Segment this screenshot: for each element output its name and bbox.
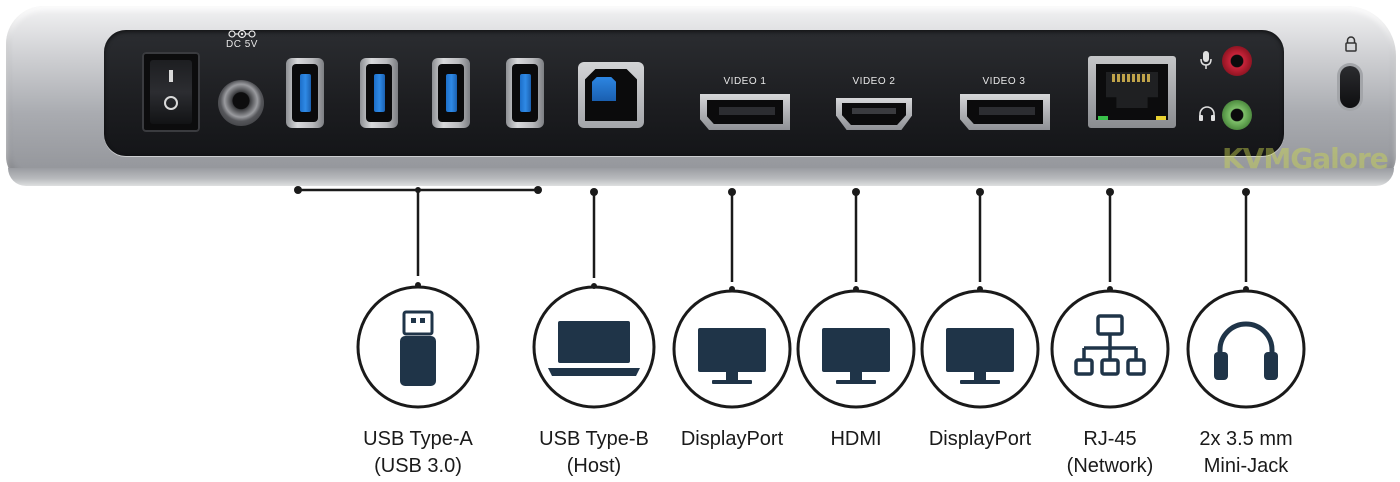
headphone-jack — [1222, 100, 1252, 130]
hdmi-pins — [852, 108, 896, 114]
callout-label-hdmi: HDMI — [830, 426, 881, 453]
power-off-mark — [164, 96, 178, 110]
dc-input-label: DC 5V — [226, 39, 258, 50]
callout-circles — [356, 285, 1306, 409]
callout-label-rj45: RJ-45 (Network) — [1067, 426, 1154, 480]
callout-line-2: Mini-Jack — [1203, 455, 1289, 477]
dc-power-jack — [218, 80, 264, 126]
callout-line-2: (Network) — [1066, 455, 1154, 477]
callout-line-1: USB Type-B — [539, 428, 649, 450]
callout-label-usb-b: USB Type-B (Host) — [539, 426, 649, 480]
security-lock-slot — [1340, 66, 1360, 108]
power-on-mark — [169, 70, 173, 82]
connector-lines — [592, 192, 1248, 282]
callout-label-audio: 2x 3.5 mm Mini-Jack — [1199, 426, 1292, 480]
headphone-jack-icon — [1199, 106, 1215, 121]
monitor-icon — [698, 328, 766, 384]
callout-line-2: (Host) — [566, 455, 622, 477]
rj45-link-led — [1098, 116, 1108, 120]
laptop-icon — [548, 321, 640, 376]
headphones-icon — [1214, 321, 1278, 380]
usb-a-port-2 — [360, 58, 398, 128]
callout-line-1: 2x 3.5 mm — [1199, 428, 1293, 450]
video-1-label: VIDEO 1 — [723, 76, 767, 87]
callout-line-2: (USB 3.0) — [374, 455, 462, 477]
callout-label-displayport-1: DisplayPort — [681, 426, 783, 453]
monitor-icon — [822, 328, 890, 384]
dc-polarity-icon — [228, 29, 256, 39]
usb-a-port-1 — [286, 58, 324, 128]
video-3-label: VIDEO 3 — [982, 76, 1026, 87]
callout-line-1: HDMI — [830, 428, 882, 450]
displayport-1-pins — [719, 107, 775, 115]
usb-a-port-3 — [432, 58, 470, 128]
callout-label-displayport-2: DisplayPort — [929, 426, 1031, 453]
callout-line-1: DisplayPort — [680, 428, 784, 450]
usb-flash-drive-icon — [400, 310, 436, 386]
microphone-icon — [1200, 51, 1212, 69]
lock-icon — [1345, 36, 1357, 52]
callout-line-1: DisplayPort — [928, 428, 1032, 450]
usb-b-port — [578, 62, 644, 128]
usb-a-port-4 — [506, 58, 544, 128]
microphone-jack — [1222, 46, 1252, 76]
dock-base — [8, 168, 1394, 186]
watermark: KVMGalore — [1222, 142, 1389, 175]
usb-a-bracket — [294, 186, 542, 276]
connector-dots — [415, 188, 1250, 292]
callout-line-1: RJ-45 — [1083, 428, 1137, 450]
callout-label-usb-a: USB Type-A (USB 3.0) — [363, 426, 473, 480]
displayport-2-pins — [979, 107, 1035, 115]
callout-line-1: USB Type-A — [363, 428, 473, 450]
rj45-activity-led — [1156, 116, 1166, 120]
monitor-icon — [946, 328, 1014, 384]
network-icon — [1074, 314, 1146, 376]
video-2-label: VIDEO 2 — [852, 76, 896, 87]
rj45-pins — [1112, 74, 1152, 82]
